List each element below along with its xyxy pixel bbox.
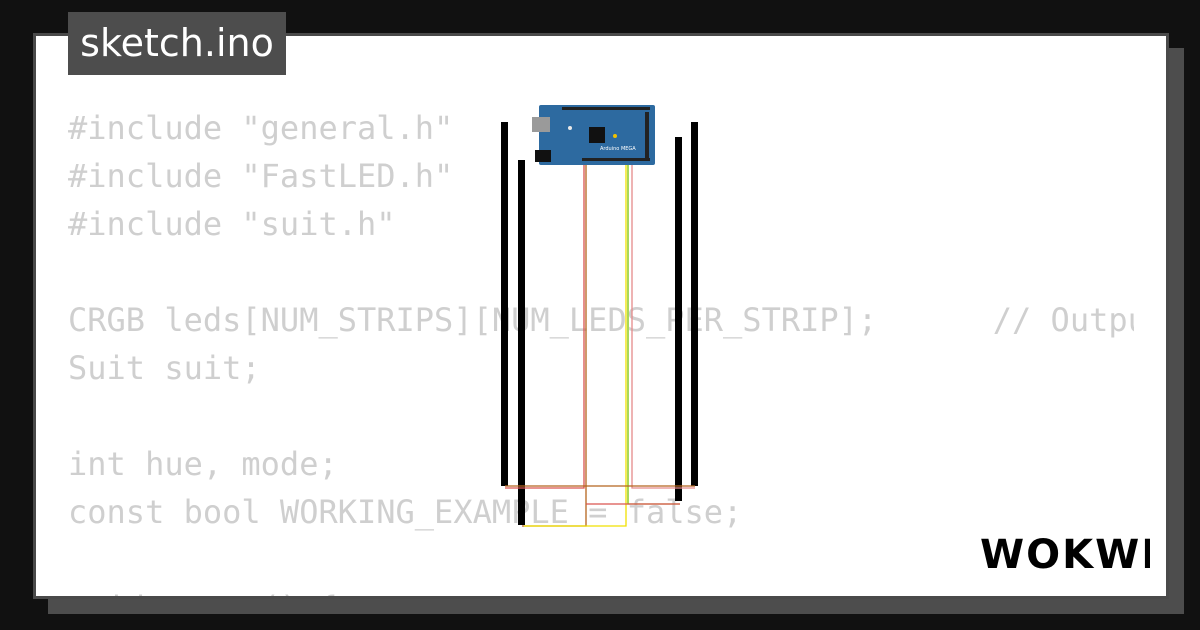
arduino-mega-icon: Arduino MEGA: [532, 105, 655, 165]
chip: [589, 127, 605, 143]
led-strip: [675, 137, 682, 501]
header-side: [645, 112, 649, 158]
wokwi-logo-mark: WOKWI: [980, 532, 1156, 578]
power-jack: [535, 150, 551, 162]
led-strip: [501, 122, 508, 486]
wire-yellow: [524, 108, 627, 527]
code-line: int hue, mode;: [68, 445, 338, 483]
usb-port: [532, 117, 550, 132]
wire-brown: [522, 160, 587, 527]
wokwi-logo: WOKWI: [978, 528, 1156, 578]
led-strip: [518, 160, 525, 525]
led-strip: [691, 122, 698, 486]
wires: [505, 108, 695, 527]
board-label: Arduino MEGA: [600, 146, 636, 152]
code-line: Suit suit;: [68, 349, 261, 387]
logo-text: WOKWI: [980, 532, 1150, 574]
header-bottom: [582, 158, 650, 161]
header-top: [562, 107, 650, 110]
file-tab[interactable]: sketch.ino: [68, 12, 286, 75]
wire-pink: [631, 108, 695, 489]
code-line: #include "general.h": [68, 109, 454, 147]
wire-green: [627, 108, 680, 505]
code-line: #include "FastLED.h": [68, 157, 454, 195]
code-line: #include "suit.h": [68, 205, 396, 243]
wire-red: [505, 160, 585, 489]
code-line: void setup() {: [68, 584, 1134, 596]
